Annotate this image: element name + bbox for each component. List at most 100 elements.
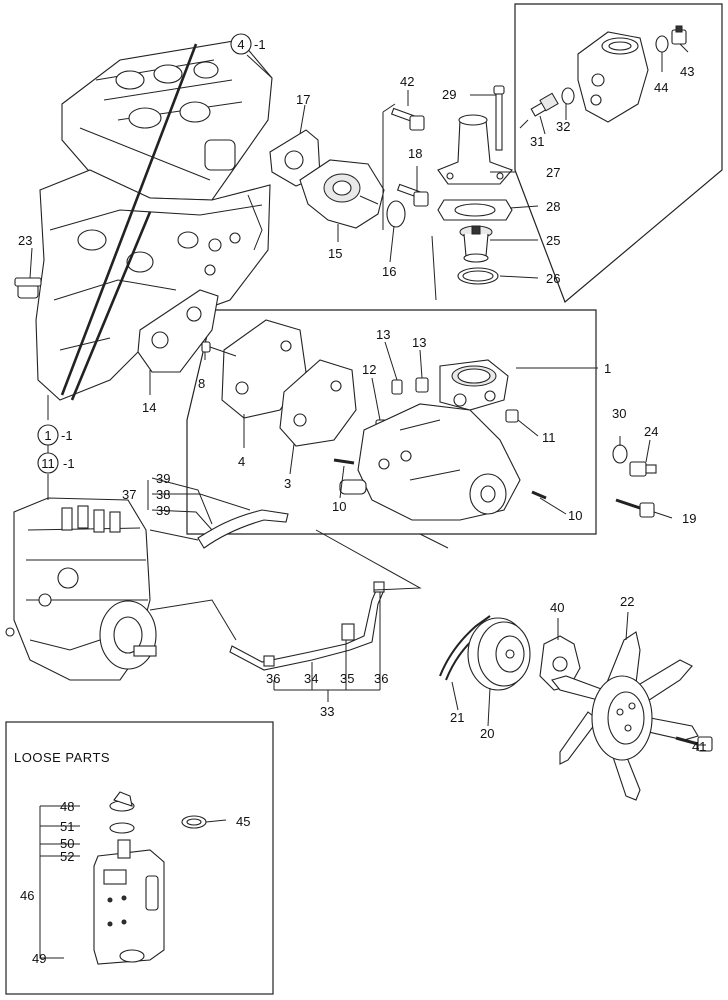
label-1: 1 — [604, 361, 611, 376]
label-46: 46 — [20, 888, 34, 903]
fan-spacer — [539, 635, 581, 691]
bolt-19 — [615, 498, 655, 518]
label-32: 32 — [556, 119, 570, 134]
thermostat — [459, 225, 493, 263]
label-13a: 13 — [376, 327, 390, 342]
reserve-tank — [93, 839, 165, 965]
bolt-18 — [396, 183, 429, 207]
label-36b: 36 — [374, 671, 388, 686]
label-15: 15 — [328, 246, 342, 261]
water-pump-body — [339, 359, 521, 521]
bolt-41 — [675, 736, 713, 752]
label-43: 43 — [680, 64, 694, 79]
ref-11-marker: 11 -1 — [37, 452, 75, 474]
label-11: 11 — [542, 430, 556, 445]
label-26: 26 — [546, 271, 560, 286]
svg-text:-1: -1 — [63, 456, 75, 471]
label-34: 34 — [304, 671, 318, 686]
label-48: 48 — [60, 799, 74, 814]
label-12: 12 — [362, 362, 376, 377]
svg-text:1: 1 — [44, 428, 51, 443]
label-35: 35 — [340, 671, 354, 686]
cooling-fan — [551, 631, 699, 801]
label-49: 49 — [32, 951, 46, 966]
label-10a: 10 — [332, 499, 346, 514]
label-13b: 13 — [412, 335, 426, 350]
label-14: 14 — [142, 400, 156, 415]
label-19: 19 — [682, 511, 696, 526]
label-25: 25 — [546, 233, 560, 248]
pin-10b — [531, 490, 547, 500]
washer-32 — [561, 87, 575, 105]
thermostat-housing-detail — [577, 31, 649, 123]
label-27: 27 — [546, 165, 560, 180]
plug-13a — [391, 379, 403, 395]
label-29: 29 — [442, 87, 456, 102]
label-39a: 39 — [156, 471, 170, 486]
label-8: 8 — [198, 376, 205, 391]
plug-43 — [671, 25, 687, 45]
label-18: 18 — [408, 146, 422, 161]
label-30: 30 — [612, 406, 626, 421]
label-16: 16 — [382, 264, 396, 279]
label-4: 4 — [238, 454, 245, 469]
label-21: 21 — [450, 710, 464, 725]
thermostat-detail-frame — [514, 3, 723, 304]
label-10b: 10 — [568, 508, 582, 523]
label-42: 42 — [400, 74, 414, 89]
bolt-24 — [629, 461, 657, 477]
fan-pulley — [467, 617, 531, 691]
washer-44 — [655, 35, 669, 53]
tank-cap — [109, 791, 135, 812]
water-pipe-assy — [229, 581, 385, 671]
label-41: 41 — [692, 739, 706, 754]
label-20: 20 — [480, 726, 494, 741]
label-31: 31 — [530, 134, 544, 149]
label-28: 28 — [546, 199, 560, 214]
svg-text:4: 4 — [237, 37, 244, 52]
bolt-42 — [390, 107, 425, 131]
water-pump-group-frame — [186, 309, 597, 535]
injection-pump — [5, 497, 157, 681]
label-45: 45 — [236, 814, 250, 829]
label-51: 51 — [60, 819, 74, 834]
label-50: 50 — [60, 836, 74, 851]
washer-30 — [612, 444, 628, 464]
section-break-line-a — [60, 43, 198, 396]
svg-text:-1: -1 — [254, 37, 266, 52]
plug-11 — [505, 409, 519, 423]
bolt-29 — [493, 85, 505, 151]
label-39b: 39 — [156, 503, 170, 518]
o-ring — [386, 200, 406, 228]
tank-bottom-cap — [119, 949, 145, 963]
leader-lines — [29, 43, 706, 823]
thermo-switch — [519, 92, 559, 129]
loose-parts-title: LOOSE PARTS — [14, 750, 110, 765]
loose-parts-frame — [5, 721, 274, 995]
label-36a: 36 — [266, 671, 280, 686]
cap-packing — [109, 822, 135, 834]
thermostat-gasket — [437, 199, 513, 221]
water-outlet — [299, 159, 385, 229]
label-44: 44 — [654, 80, 668, 95]
drain-plug-head — [14, 277, 42, 287]
svg-text:-1: -1 — [61, 428, 73, 443]
section-break-line-b — [70, 211, 152, 401]
ref-1-marker: 1 -1 — [37, 424, 73, 446]
label-37: 37 — [122, 487, 136, 502]
plug-13b — [415, 377, 429, 393]
thermostat-cover — [437, 114, 513, 185]
label-22: 22 — [620, 594, 634, 609]
label-3: 3 — [284, 476, 291, 491]
label-38: 38 — [156, 487, 170, 502]
svg-text:11: 11 — [41, 456, 55, 471]
part-labels: 1 3 4 8 10 10 11 12 13 13 14 15 16 17 18… — [18, 64, 706, 966]
label-52: 52 — [60, 849, 74, 864]
label-24: 24 — [644, 424, 658, 439]
pin-10a — [333, 458, 355, 465]
label-40: 40 — [550, 600, 564, 615]
bolt-8 — [201, 341, 237, 357]
label-23: 23 — [18, 233, 32, 248]
ref-4-marker: 4 -1 — [230, 33, 266, 55]
